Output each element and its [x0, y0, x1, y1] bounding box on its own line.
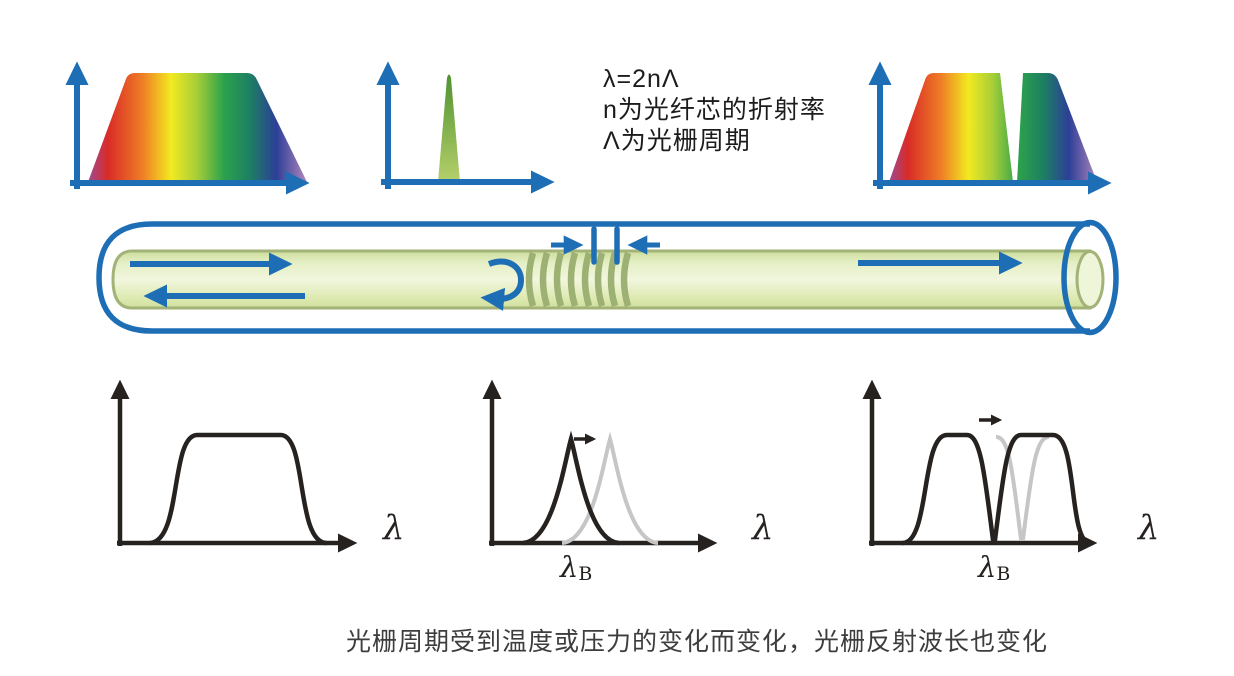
reflected-peak-shape — [438, 74, 460, 182]
grating-line — [581, 252, 593, 307]
grating-line — [525, 252, 537, 307]
grating-line — [539, 252, 551, 307]
transmission-notch-curve — [900, 432, 1093, 546]
bottom-input-spectrum-plot — [110, 379, 358, 553]
bragg-formula-block: λ=2nΛ n为光纤芯的折射率 Λ为光栅周期 — [603, 64, 826, 157]
formula-line-3: Λ为光栅周期 — [603, 127, 751, 155]
bottom-reflection-shift-plot — [482, 379, 718, 553]
lambda-symbol: λ — [560, 550, 579, 584]
grating-lines — [525, 252, 632, 307]
fiber-cladding-outline — [96, 221, 1090, 334]
plotA-x-axis-label: λ — [383, 508, 405, 548]
fiber-core — [111, 249, 1092, 310]
grating-line — [607, 252, 619, 307]
reflection-peak-curve — [522, 430, 620, 546]
bragg-subscript: B — [578, 563, 593, 585]
transmitted-spectrum-left — [889, 73, 1013, 182]
shifted-peak-curve-gray — [561, 431, 659, 545]
formula-line-1: λ=2nΛ — [603, 65, 680, 93]
u-turn-reflection-arrow — [480, 258, 525, 312]
bottom-transmission-shift-plot — [862, 379, 1098, 553]
flat-top-spectrum-curve — [147, 432, 329, 546]
grating-line — [620, 252, 632, 307]
grating-line — [567, 252, 579, 307]
formula-line-2: n为光纤芯的折射率 — [603, 96, 826, 124]
plotC-bragg-wavelength-label: λB — [978, 550, 1010, 585]
plotB-x-axis-label: λ — [752, 508, 774, 548]
transmitted-spectrum-right — [1017, 73, 1097, 182]
plotB-bragg-wavelength-label: λB — [560, 550, 592, 585]
grating-period-indicator — [551, 226, 660, 265]
grating-line — [553, 252, 565, 307]
plotC-x-axis-label: λ — [1138, 508, 1160, 548]
cladding-end-face — [1061, 219, 1119, 336]
broadband-spectrum-shape — [88, 73, 307, 182]
grating-line — [594, 252, 606, 307]
core-end-face — [1075, 250, 1105, 309]
diagram-caption: 光栅周期受到温度或压力的变化而变化，光栅反射波长也变化 — [345, 628, 1049, 656]
input-spectrum-plot — [65, 61, 310, 195]
bragg-subscript: B — [996, 563, 1011, 585]
transmitted-spectrum-plot — [868, 61, 1112, 195]
lambda-symbol: λ — [978, 550, 997, 584]
optical-fiber — [96, 219, 1119, 336]
shifted-notch-curve-gray — [995, 435, 1050, 541]
reflected-peak-plot — [376, 61, 555, 194]
